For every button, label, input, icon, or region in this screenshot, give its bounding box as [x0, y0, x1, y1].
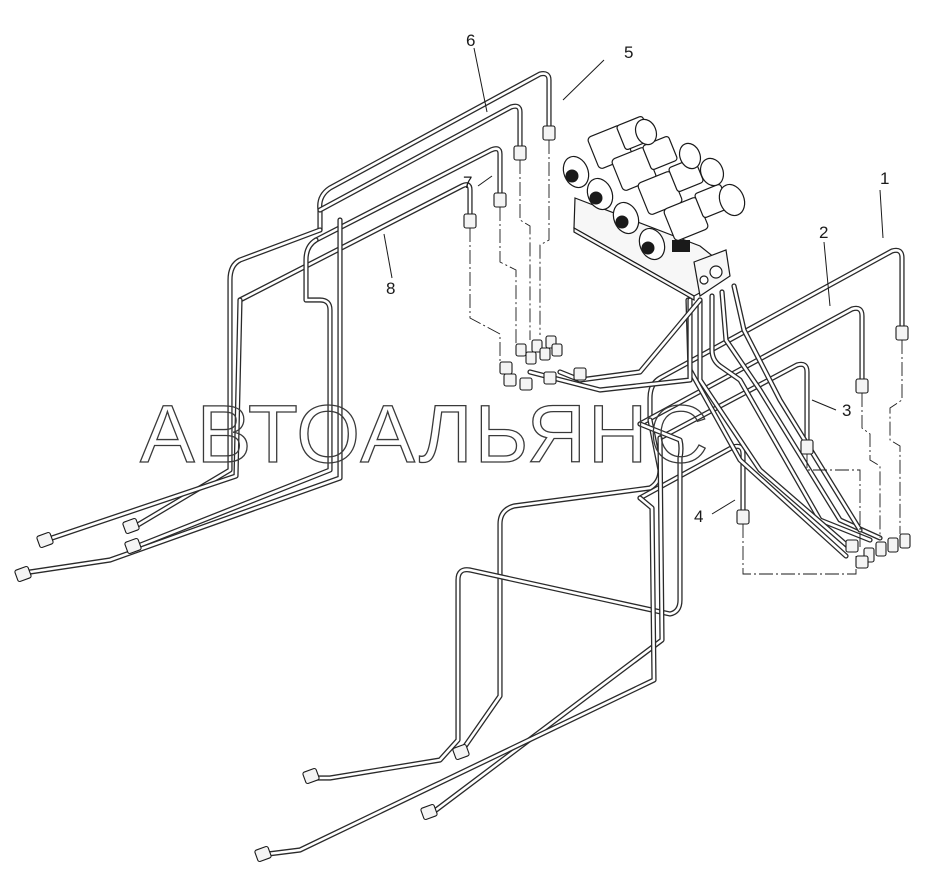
block-bundle-1: [710, 294, 872, 542]
callout-1: 1: [880, 169, 889, 188]
callout-7: 7: [463, 173, 472, 192]
pipe-bottom-b: [310, 422, 683, 780]
pipe-bottom-c-outline: [433, 435, 665, 813]
pipe-left-c: [44, 298, 242, 542]
callout-5: 5: [624, 43, 633, 62]
nut-pipe-7b: [463, 213, 477, 229]
nut-pipe-7a: [493, 192, 507, 208]
watermark: АВТОАЛЬЯНС: [140, 389, 710, 480]
solenoid-5: [634, 118, 746, 217]
nut-pipe-1: [895, 325, 909, 341]
pipe-7-top: [314, 147, 502, 242]
solenoid-coils: [562, 116, 746, 261]
block-to-left-2: [558, 298, 702, 382]
block-bundle-3: [732, 284, 862, 532]
nut-pipe-6: [513, 145, 527, 161]
end-nut-b2: [452, 743, 470, 761]
pipe-left-a: [134, 228, 322, 528]
block-bundle-4: [698, 298, 852, 550]
pipes-group: [27, 71, 905, 857]
end-nut-b1: [302, 767, 320, 785]
pipe-3: [658, 363, 809, 444]
block-to-left: [528, 298, 692, 392]
callout-3: 3: [842, 401, 851, 420]
pipe-6-top: [318, 104, 522, 212]
pipe-2: [638, 307, 864, 426]
end-nut-b3: [420, 803, 438, 821]
callout-6: 6: [466, 31, 475, 50]
pipe-left-d: [28, 218, 342, 574]
pipe-left-b: [136, 238, 332, 548]
pipe-bottom-d: [266, 496, 656, 856]
block-bundle-2: [720, 290, 882, 540]
callout-2: 2: [819, 223, 828, 242]
end-nut-l4: [124, 537, 142, 555]
nut-pipe-2: [855, 378, 869, 394]
end-nut-l1: [36, 531, 54, 549]
callout-4: 4: [694, 507, 703, 526]
end-nut-b4: [254, 845, 272, 863]
pipe-bottom-c: [434, 436, 664, 812]
nut-pipe-4: [736, 509, 750, 525]
solenoid-2: [586, 136, 678, 211]
connection-centerlines: [469, 140, 903, 575]
elbow-fittings-right: [845, 533, 911, 569]
nut-pipe-3: [800, 439, 814, 455]
pipe-1: [648, 249, 904, 422]
pipe-7b-top: [238, 183, 472, 302]
leader-lines: [383, 47, 884, 515]
elbow-fittings-left: [499, 335, 587, 391]
callouts: 1 2 3 4 5 6 7 8: [386, 31, 889, 526]
pipe-bottom-d-outline: [265, 495, 657, 857]
pipe-5-top: [318, 72, 551, 232]
callout-8: 8: [386, 279, 395, 298]
nut-pipe-5: [542, 125, 556, 141]
end-nut-l3: [122, 517, 140, 535]
end-nut-l2: [14, 565, 32, 583]
